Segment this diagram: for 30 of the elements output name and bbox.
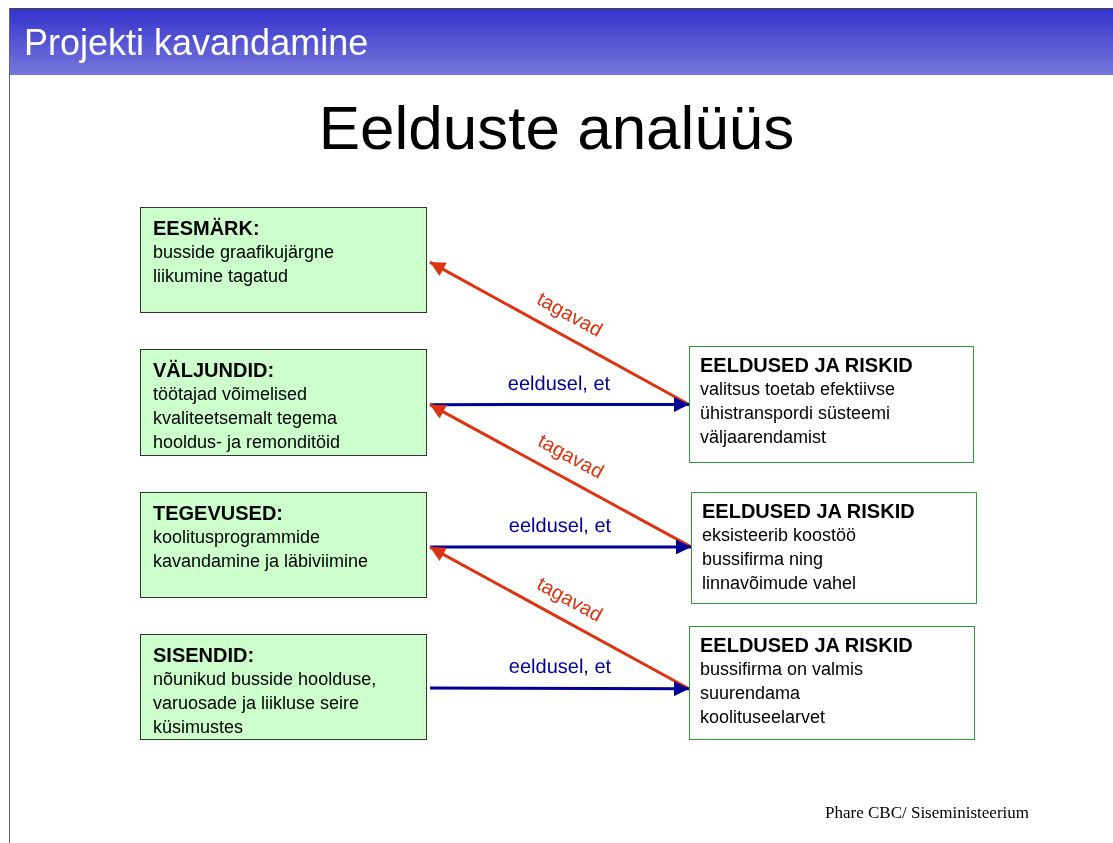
arrow (429, 260, 690, 406)
assumption-box (689, 346, 974, 463)
box-heading: EELDUSED JA RISKID (702, 499, 916, 523)
box-heading: EESMÄRK: (153, 216, 261, 240)
logframe-box (140, 492, 427, 598)
box-heading: EELDUSED JA RISKID (700, 353, 914, 377)
slide-title: Eelduste analüüs (317, 92, 796, 164)
arrow (430, 681, 689, 697)
box-text: töötajad võimelised kvaliteetsemalt tegema hooldus- ja remonditöid (153, 383, 342, 454)
edge-label: eeldusel, et (506, 655, 613, 678)
logframe-box (140, 207, 427, 313)
arrow (430, 539, 691, 555)
box-text: busside graafikujärgne liikumine tagatud (153, 241, 336, 288)
box-heading: EELDUSED JA RISKID (700, 633, 914, 657)
box-text: eksisteerib koostöö bussifirma ning linnavõimude vahel (702, 524, 858, 595)
assumption-box (691, 492, 977, 604)
box-heading: TEGEVUSED: (153, 501, 285, 525)
box-text: nõunikud busside hoolduse, varuosade ja liikluse seire küsimustes (153, 668, 378, 739)
box-heading: SISENDID: (153, 643, 256, 667)
box-text: bussifirma on valmis suurendama koolituseelarvet (700, 658, 865, 729)
assumption-box (689, 626, 975, 740)
source-note: Phare CBC/ Siseministeerium (825, 803, 1029, 823)
arrow (430, 397, 689, 412)
arrow (429, 545, 690, 690)
box-text: koolitusprogrammide kavandamine ja läbiviimine (153, 526, 370, 573)
box-heading: VÄLJUNDID: (153, 358, 276, 382)
logframe-box (140, 349, 427, 456)
box-text: valitsus toetab efektiivse ühistranspordi süsteemi väljaarendamist (700, 378, 897, 449)
logframe-box (140, 634, 427, 740)
section-heading: Projekti kavandamine (24, 22, 369, 63)
